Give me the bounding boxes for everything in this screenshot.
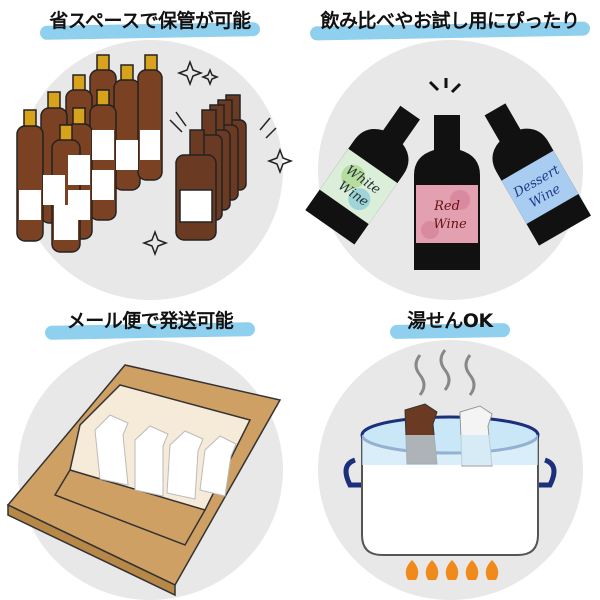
clink-lines [428, 78, 462, 94]
mail-box-illustration [6, 364, 282, 597]
panel-title: 飲み比べやお試し用にぴったり [320, 10, 580, 32]
panel-space-saving: 省スペースで保管が可能 [0, 0, 300, 300]
red-wine-bottle: Red Wine [414, 115, 480, 270]
white-wine-bottle: White Wine [305, 105, 420, 245]
large-bottle-group [16, 54, 163, 253]
panel-title: 省スペースで保管が可能 [49, 10, 251, 32]
panel-mail-shipping: メール便で発送可能 [0, 300, 300, 600]
sparkle-icons [141, 59, 294, 257]
panel-title: メール便で発送可能 [66, 310, 234, 332]
panel-title: 湯せんOK [407, 310, 493, 332]
wine-bottles-illustration: White Wine Red Wine Dessert Wine [305, 78, 591, 270]
pouch-bottle-group [175, 94, 247, 241]
red-wine-label-line2: Wine [433, 217, 467, 232]
large-bottles-vs-pouches-illustration [16, 54, 294, 257]
flame-icons [405, 560, 499, 580]
red-wine-label-line1: Red [433, 199, 460, 214]
steam-icon [414, 349, 476, 396]
panel-hot-water-bath: 湯せんOK [300, 300, 600, 600]
pouch-bottles [94, 414, 237, 500]
dessert-wine-bottle: Dessert Wine [484, 103, 591, 246]
panel-tasting: 飲み比べやお試し用にぴったり White Wine Red Wine Desse… [300, 0, 600, 300]
hot-water-pot-illustration [343, 349, 557, 580]
